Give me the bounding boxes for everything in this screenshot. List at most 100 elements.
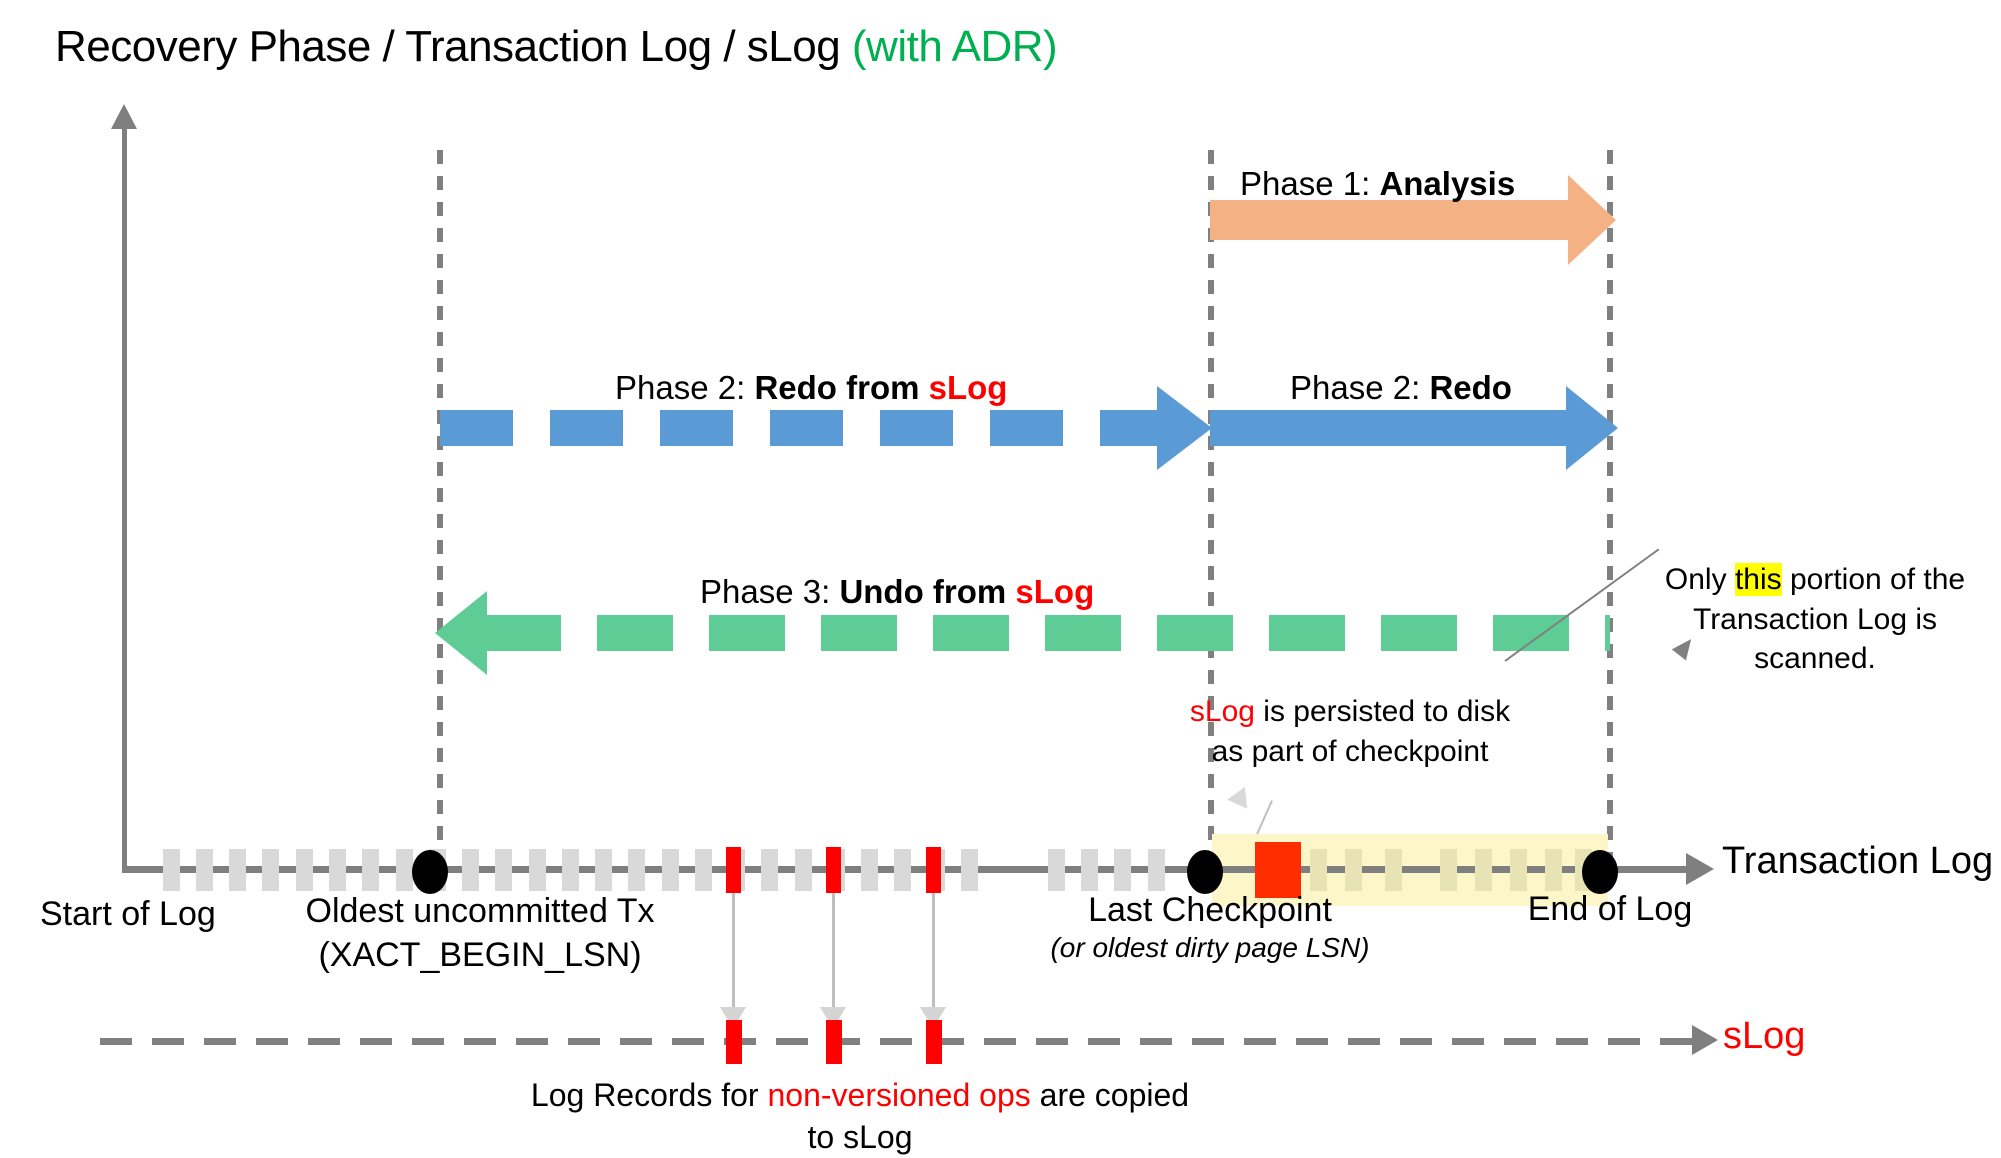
label-last-checkpoint-sub: (or oldest dirty page LSN) bbox=[1050, 931, 1370, 963]
phase-2-slog-label: Phase 2: Redo from sLog bbox=[615, 369, 1007, 407]
vertical-axis-arrowhead-icon bbox=[111, 104, 137, 129]
log-record-tick bbox=[362, 849, 379, 891]
slog-axis-label: sLog bbox=[1723, 1015, 1806, 1057]
slog-checkpoint-record bbox=[1255, 842, 1301, 898]
guide-line-oldest-tx bbox=[437, 150, 443, 872]
phase-1-prefix: Phase 1: bbox=[1240, 165, 1380, 202]
log-record-tick bbox=[595, 849, 612, 891]
phase-1-arrow-body bbox=[1210, 200, 1570, 240]
log-record-tick-scanned bbox=[1475, 849, 1492, 891]
scan-annotation-post: portion of the Transaction Log is scanne… bbox=[1692, 563, 1966, 676]
phase-1-arrowhead-icon bbox=[1568, 175, 1616, 265]
log-record-tick bbox=[795, 849, 812, 891]
marker-last-checkpoint bbox=[1187, 850, 1223, 894]
log-record-tick bbox=[861, 849, 878, 891]
phase-2-arrow-body bbox=[1210, 410, 1570, 446]
log-record-tick bbox=[1048, 849, 1065, 891]
phase-1-label: Phase 1: Analysis bbox=[1240, 165, 1515, 203]
log-record-tick bbox=[961, 849, 978, 891]
log-record-tick-nonversioned bbox=[926, 847, 941, 893]
scan-annotation-pre: Only bbox=[1664, 563, 1735, 596]
log-record-tick-scanned bbox=[1510, 849, 1527, 891]
slog-record-tick bbox=[926, 1020, 942, 1064]
log-record-tick-scanned bbox=[1345, 849, 1362, 891]
log-record-tick-scanned bbox=[1385, 849, 1402, 891]
phase-3-slog-arrowhead-icon bbox=[435, 591, 487, 675]
phase-3-slog-name: Undo from bbox=[839, 573, 1016, 610]
copy-to-slog-leader-line bbox=[832, 893, 835, 1013]
slog-record-tick bbox=[726, 1020, 742, 1064]
log-record-tick-nonversioned bbox=[826, 847, 841, 893]
log-record-tick bbox=[894, 849, 911, 891]
label-copied-post: are copied to sLog bbox=[807, 1077, 1190, 1155]
log-record-tick bbox=[628, 849, 645, 891]
checkpoint-annotation-emphasis: sLog bbox=[1189, 695, 1255, 728]
phase-3-slog-prefix: Phase 3: bbox=[700, 573, 840, 610]
log-record-tick bbox=[1081, 849, 1098, 891]
log-record-tick bbox=[529, 849, 546, 891]
copy-to-slog-leader-line bbox=[732, 893, 735, 1013]
log-record-tick-nonversioned bbox=[726, 847, 741, 893]
phase-2-arrowhead-icon bbox=[1566, 386, 1618, 470]
log-record-tick bbox=[662, 849, 679, 891]
label-last-checkpoint: Last Checkpoint (or oldest dirty page LS… bbox=[1040, 890, 1380, 965]
transaction-log-axis-label: Transaction Log bbox=[1722, 840, 1994, 882]
log-record-tick bbox=[562, 849, 579, 891]
label-last-checkpoint-main: Last Checkpoint bbox=[1088, 891, 1332, 929]
log-record-tick-scanned bbox=[1440, 849, 1457, 891]
phase-3-slog-label: Phase 3: Undo from sLog bbox=[700, 573, 1094, 611]
guide-line-last-checkpoint bbox=[1208, 150, 1214, 872]
label-end-of-log: End of Log bbox=[1527, 890, 1693, 928]
page-title: Recovery Phase / Transaction Log / sLog … bbox=[55, 22, 1058, 72]
marker-end-of-log bbox=[1582, 850, 1618, 894]
label-start-of-log: Start of Log bbox=[40, 895, 216, 933]
checkpoint-annotation-leader-arrowhead-icon bbox=[1227, 782, 1255, 809]
phase-1-name: Analysis bbox=[1379, 165, 1516, 202]
phase-2-slog-arrowhead-icon bbox=[1157, 386, 1212, 470]
checkpoint-annotation-rest: is persisted to disk as part of checkpoi… bbox=[1211, 695, 1511, 768]
slog-axis-line bbox=[100, 1038, 1700, 1045]
log-record-tick bbox=[462, 849, 479, 891]
label-copied-pre: Log Records for bbox=[530, 1077, 768, 1113]
checkpoint-annotation: sLog is persisted to disk as part of che… bbox=[1180, 692, 1520, 771]
guide-line-end-of-log bbox=[1607, 150, 1613, 872]
label-oldest-uncommitted-tx: Oldest uncommitted Tx (XACT_BEGIN_LSN) bbox=[270, 890, 690, 977]
phase-2-slog-prefix: Phase 2: bbox=[615, 369, 755, 406]
marker-oldest-uncommitted-tx bbox=[412, 850, 448, 894]
phase-2-name: Redo bbox=[1429, 369, 1512, 406]
log-record-tick bbox=[196, 849, 213, 891]
log-record-tick bbox=[229, 849, 246, 891]
log-record-tick bbox=[695, 849, 712, 891]
phase-2-slog-emphasis: sLog bbox=[928, 369, 1008, 406]
log-record-tick bbox=[495, 849, 512, 891]
label-copied-emphasis: non-versioned ops bbox=[767, 1077, 1031, 1113]
phase-2-slog-arrow-body bbox=[440, 410, 1165, 446]
label-oldest-tx-line1: Oldest uncommitted Tx bbox=[305, 892, 655, 930]
scan-annotation: Only this portion of the Transaction Log… bbox=[1640, 560, 1990, 679]
scan-annotation-highlight: this bbox=[1734, 563, 1782, 596]
log-record-tick bbox=[296, 849, 313, 891]
log-record-tick-scanned bbox=[1310, 849, 1327, 891]
log-record-tick-scanned bbox=[1545, 849, 1562, 891]
slog-arrowhead-icon bbox=[1692, 1025, 1718, 1055]
log-record-tick bbox=[1114, 849, 1131, 891]
phase-2-prefix: Phase 2: bbox=[1290, 369, 1430, 406]
log-record-tick bbox=[1148, 849, 1165, 891]
copy-to-slog-leader-line bbox=[932, 893, 935, 1013]
label-oldest-tx-line2: (XACT_BEGIN_LSN) bbox=[318, 935, 642, 974]
slog-record-tick bbox=[826, 1020, 842, 1064]
page-title-main: Recovery Phase / Transaction Log / sLog bbox=[55, 22, 852, 71]
page-title-adr: (with ADR) bbox=[851, 22, 1058, 71]
transaction-log-arrowhead-icon bbox=[1686, 853, 1714, 885]
log-record-tick bbox=[329, 849, 346, 891]
log-record-tick bbox=[761, 849, 778, 891]
phase-3-slog-emphasis: sLog bbox=[1015, 573, 1095, 610]
log-record-tick bbox=[396, 849, 413, 891]
phase-3-slog-arrow-body bbox=[485, 615, 1610, 651]
phase-2-label: Phase 2: Redo bbox=[1290, 369, 1512, 407]
label-copied-to-slog: Log Records for non-versioned ops are co… bbox=[520, 1075, 1200, 1158]
vertical-axis-line bbox=[122, 122, 127, 872]
log-record-tick bbox=[262, 849, 279, 891]
log-record-tick bbox=[163, 849, 180, 891]
phase-2-slog-name: Redo from bbox=[754, 369, 929, 406]
